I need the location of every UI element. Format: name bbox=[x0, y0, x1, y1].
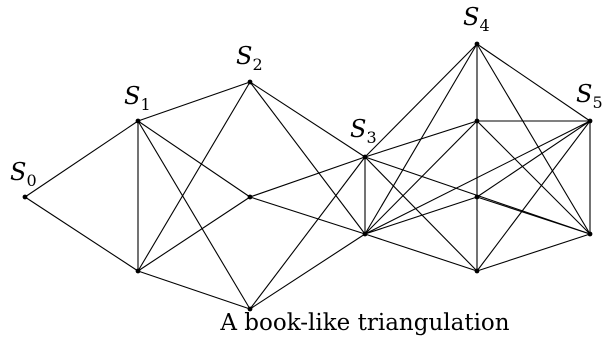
edge-m3-r2 bbox=[364, 196, 478, 235]
vertex-m3 bbox=[362, 231, 368, 237]
vertex-s1 bbox=[135, 118, 141, 124]
vertex-s0 bbox=[22, 194, 28, 200]
vertices bbox=[22, 41, 593, 312]
edge-s1-s2 bbox=[137, 81, 251, 122]
vertex-m1 bbox=[135, 268, 141, 274]
figure-caption: A book-like triangulation bbox=[220, 310, 510, 336]
vertex-s2 bbox=[247, 79, 253, 85]
edge-s4-b5 bbox=[476, 43, 591, 235]
edge-b2-m3 bbox=[249, 233, 366, 310]
label-s2: S2 bbox=[236, 42, 263, 74]
edge-r3-b5 bbox=[476, 233, 591, 272]
label-s5: S5 bbox=[576, 80, 602, 112]
vertex-r3 bbox=[474, 268, 480, 274]
vertex-b5 bbox=[587, 231, 593, 237]
edge-c-m3 bbox=[249, 196, 366, 235]
vertex-b2 bbox=[247, 306, 253, 312]
edges bbox=[24, 43, 591, 310]
edge-s2-m1 bbox=[137, 81, 251, 272]
vertex-r1 bbox=[474, 118, 480, 124]
vertex-s5 bbox=[587, 118, 593, 124]
edge-m3-s4 bbox=[364, 43, 478, 235]
label-s1: S1 bbox=[124, 82, 151, 114]
edge-s3-r3 bbox=[364, 156, 478, 272]
edge-r3-s5 bbox=[476, 120, 591, 272]
edge-s2-s3 bbox=[249, 81, 366, 158]
edge-m1-b2 bbox=[137, 270, 251, 310]
edge-r2-s5 bbox=[476, 120, 591, 198]
edge-m3-r3 bbox=[364, 233, 478, 272]
label-s4: S4 bbox=[463, 3, 490, 35]
edge-s4-s5 bbox=[476, 43, 591, 122]
vertex-c bbox=[247, 194, 253, 200]
label-s0: S0 bbox=[10, 158, 37, 190]
edge-b2-s3 bbox=[249, 156, 366, 310]
edge-s1-c bbox=[137, 120, 251, 198]
edge-c-s3 bbox=[249, 156, 366, 198]
vertex-s3 bbox=[362, 154, 368, 160]
edge-m3-r1 bbox=[364, 120, 478, 235]
edge-s0-s1 bbox=[24, 120, 139, 198]
edge-r2-b5 bbox=[476, 196, 591, 235]
edge-s1-b2 bbox=[137, 120, 251, 310]
vertex-r2 bbox=[474, 194, 480, 200]
edge-s3-s4 bbox=[364, 43, 478, 158]
edge-m1-c bbox=[137, 196, 251, 272]
edge-r1-b5 bbox=[476, 120, 591, 235]
vertex-s4 bbox=[474, 41, 480, 47]
edge-s0-m1 bbox=[24, 196, 139, 272]
label-s3: S3 bbox=[350, 115, 377, 147]
edge-s2-m3 bbox=[249, 81, 366, 235]
